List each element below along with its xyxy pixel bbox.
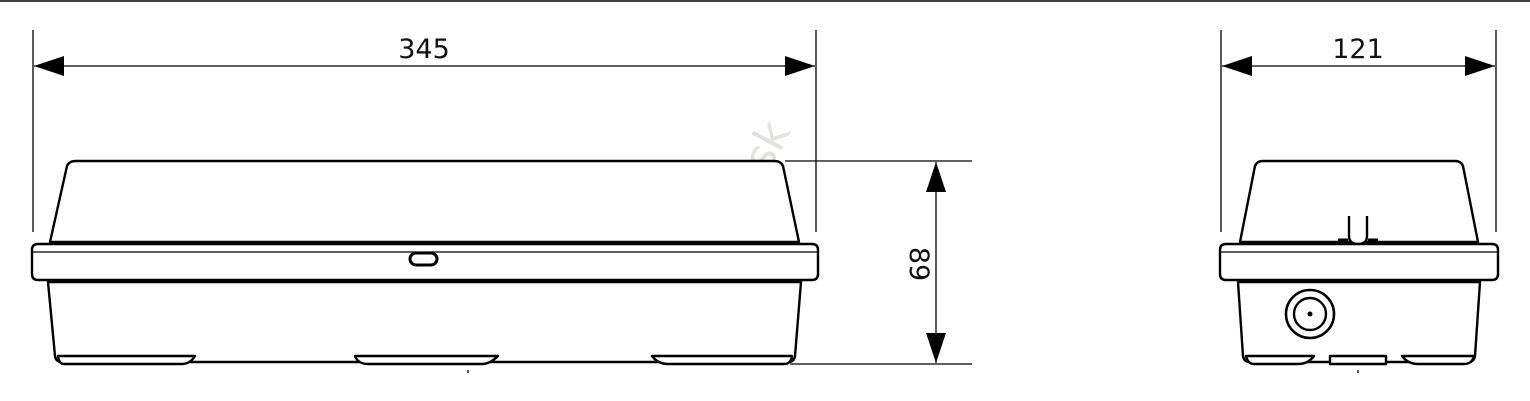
front-foot-center [353, 354, 500, 366]
front-diffuser [48, 159, 801, 244]
length-dimension-label: 345 [398, 34, 450, 65]
width-dimension-label: 121 [1332, 34, 1384, 65]
height-dimension-label: 89 [903, 247, 934, 281]
front-foot-right [650, 354, 794, 366]
front-base [46, 280, 803, 364]
side-rim [1218, 242, 1500, 282]
front-view: 345 [30, 30, 820, 373]
front-clip [408, 251, 439, 267]
height-dimension: 89 [785, 160, 972, 365]
side-view: 121 [1218, 30, 1500, 373]
front-foot-left [56, 354, 197, 366]
side-foot-left [1244, 354, 1316, 366]
cable-gland-center [1307, 311, 1313, 317]
side-base [1236, 280, 1482, 364]
side-foot-right [1400, 354, 1476, 366]
side-foot-center [1328, 354, 1388, 366]
side-stem [1347, 216, 1369, 246]
side-diffuser [1238, 159, 1480, 244]
